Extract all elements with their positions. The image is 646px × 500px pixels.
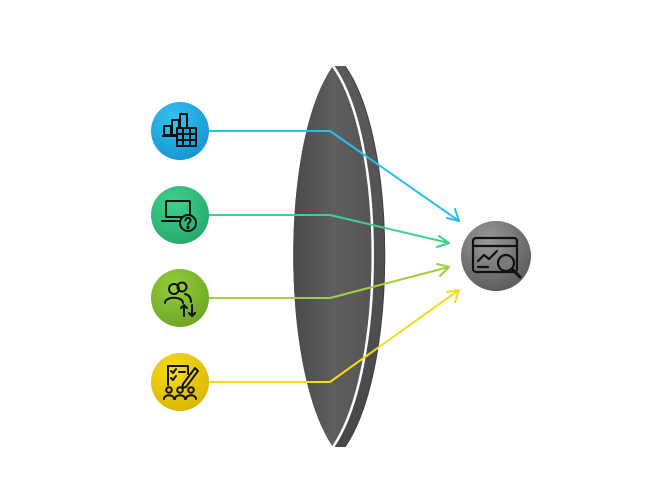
users-transfer-icon (164, 281, 196, 317)
lens-rim-front (331, 65, 374, 448)
connectors (207, 130, 460, 383)
source-user-exchange (151, 269, 209, 327)
source-data-analytics (151, 102, 209, 160)
lens-rim-back (344, 65, 386, 448)
bar-chart-table-icon (162, 113, 197, 147)
target-dashboard (461, 221, 531, 291)
lens-body (293, 66, 373, 447)
laptop-question-icon (161, 200, 197, 232)
lens (293, 65, 386, 448)
checklist-team-icon (163, 365, 199, 400)
source-team-review (151, 353, 209, 411)
connector-data-analytics (207, 130, 460, 222)
connector-user-exchange (207, 263, 450, 299)
connector-support-query (207, 214, 450, 248)
dashboard-search-icon (471, 236, 522, 279)
source-support-query (151, 186, 209, 244)
connector-team-review (207, 289, 460, 383)
